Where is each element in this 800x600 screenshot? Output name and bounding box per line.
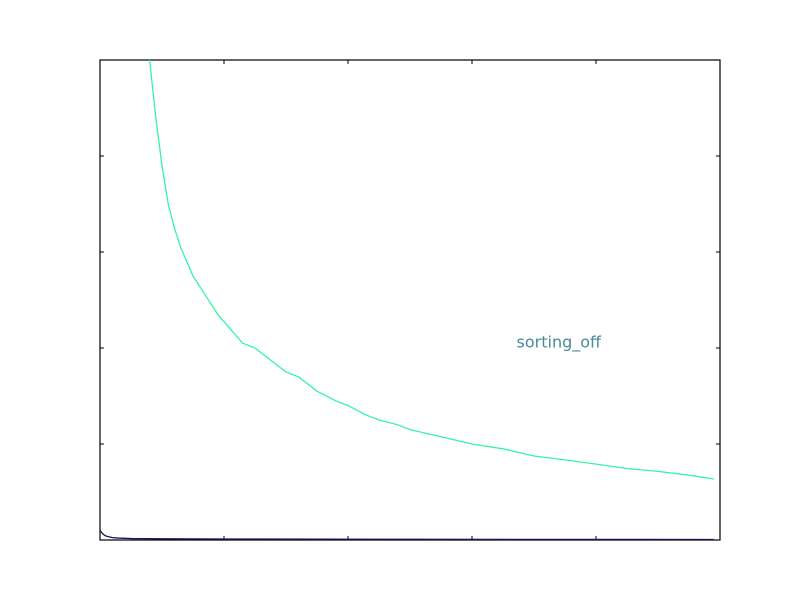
series-group xyxy=(100,60,714,540)
annotation-group: sorting_off xyxy=(517,333,603,353)
plot-frame xyxy=(99,59,721,541)
series-line-2 xyxy=(100,529,714,540)
axes xyxy=(99,59,721,541)
chart-annotation: sorting_off xyxy=(517,333,603,353)
series-line-1 xyxy=(148,60,714,480)
